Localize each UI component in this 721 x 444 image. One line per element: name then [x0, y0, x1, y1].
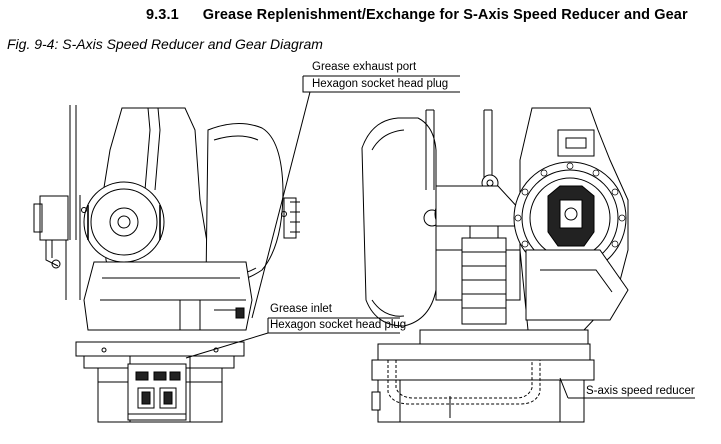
section-title: Grease Replenishment/Exchange for S-Axis… — [202, 7, 688, 23]
callout-exhaust-plug: Hexagon socket head plug — [312, 78, 449, 90]
leader-lines — [185, 75, 695, 399]
callout-s-axis-speed-reducer: S-axis speed reducer — [586, 385, 695, 397]
exhaust-plug-underline — [302, 76, 460, 93]
callout-inlet-plug: Hexagon socket head plug — [270, 319, 407, 331]
right-robot-view — [361, 107, 629, 423]
reducer-leader — [559, 377, 569, 399]
left-robot-view — [33, 105, 300, 423]
section-number: 9.3.1 — [146, 7, 179, 23]
callout-grease-inlet: Grease inlet — [270, 303, 333, 315]
figure-caption: Fig. 9-4: S-Axis Speed Reducer and Gear … — [7, 36, 323, 52]
exhaust-leader — [251, 91, 311, 319]
callout-grease-exhaust-port: Grease exhaust port — [312, 61, 417, 73]
section-heading: 9.3.1 Grease Replenishment/Exchange for S… — [146, 7, 688, 23]
inlet-leader — [185, 332, 269, 359]
